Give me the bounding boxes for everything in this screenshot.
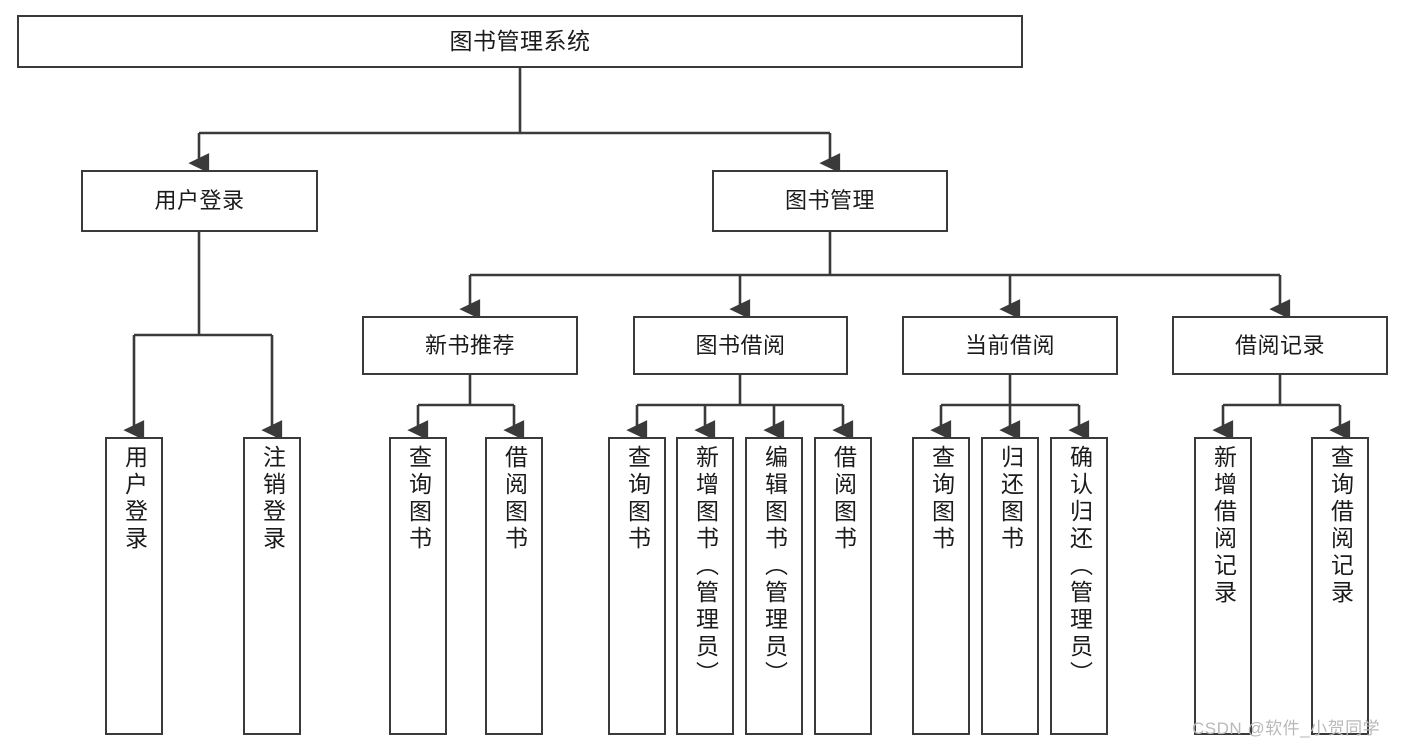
node-label: 当前借阅: [964, 332, 1055, 358]
node-label: 查询借阅记录: [1327, 445, 1354, 607]
node-label: 借阅记录: [1234, 332, 1325, 358]
node-label: 图书管理系统: [449, 27, 591, 54]
node-current-borrow[interactable]: 当前借阅: [902, 316, 1118, 375]
node-label: 借阅图书: [830, 445, 857, 553]
leaf-logout-login[interactable]: 注销登录: [243, 437, 301, 735]
node-label: 确认归还（管理员）: [1066, 445, 1093, 688]
node-label: 查询图书: [405, 445, 432, 553]
node-label: 编辑图书（管理员）: [761, 445, 788, 688]
csdn-watermark: CSDN @软件_小贺同学: [1192, 719, 1381, 738]
leaf-borrow-book[interactable]: 借阅图书: [814, 437, 872, 735]
leaf-edit-book-admin[interactable]: 编辑图书（管理员）: [745, 437, 803, 735]
node-label: 用户登录: [154, 188, 245, 214]
node-label: 新增图书（管理员）: [692, 445, 719, 688]
node-label: 查询图书: [928, 445, 955, 553]
node-label: 查询图书: [624, 445, 651, 553]
node-label: 图书管理: [784, 188, 875, 214]
node-label: 归还图书: [997, 445, 1024, 553]
node-root-book-management-system[interactable]: 图书管理系统: [17, 15, 1023, 68]
node-label: 借阅图书: [501, 445, 528, 553]
node-label: 注销登录: [259, 445, 286, 553]
node-label: 图书借阅: [695, 332, 786, 358]
leaf-confirm-return-admin[interactable]: 确认归还（管理员）: [1050, 437, 1108, 735]
node-label: 用户登录: [121, 445, 148, 553]
leaf-query-book-recommend[interactable]: 查询图书: [389, 437, 447, 735]
node-new-book-recommend[interactable]: 新书推荐: [362, 316, 578, 375]
leaf-return-book[interactable]: 归还图书: [981, 437, 1039, 735]
leaf-query-book-borrow[interactable]: 查询图书: [608, 437, 666, 735]
leaf-borrow-book-recommend[interactable]: 借阅图书: [485, 437, 543, 735]
node-label: 新书推荐: [424, 332, 515, 358]
node-borrow-record[interactable]: 借阅记录: [1172, 316, 1388, 375]
node-book-borrow[interactable]: 图书借阅: [633, 316, 848, 375]
leaf-add-book-admin[interactable]: 新增图书（管理员）: [676, 437, 734, 735]
leaf-add-borrow-record[interactable]: 新增借阅记录: [1194, 437, 1252, 735]
leaf-query-book-current[interactable]: 查询图书: [912, 437, 970, 735]
leaf-query-borrow-record[interactable]: 查询借阅记录: [1311, 437, 1369, 735]
node-label: 新增借阅记录: [1210, 445, 1237, 607]
node-book-management[interactable]: 图书管理: [712, 170, 948, 232]
leaf-user-login[interactable]: 用户登录: [105, 437, 163, 735]
node-user-login[interactable]: 用户登录: [81, 170, 318, 232]
